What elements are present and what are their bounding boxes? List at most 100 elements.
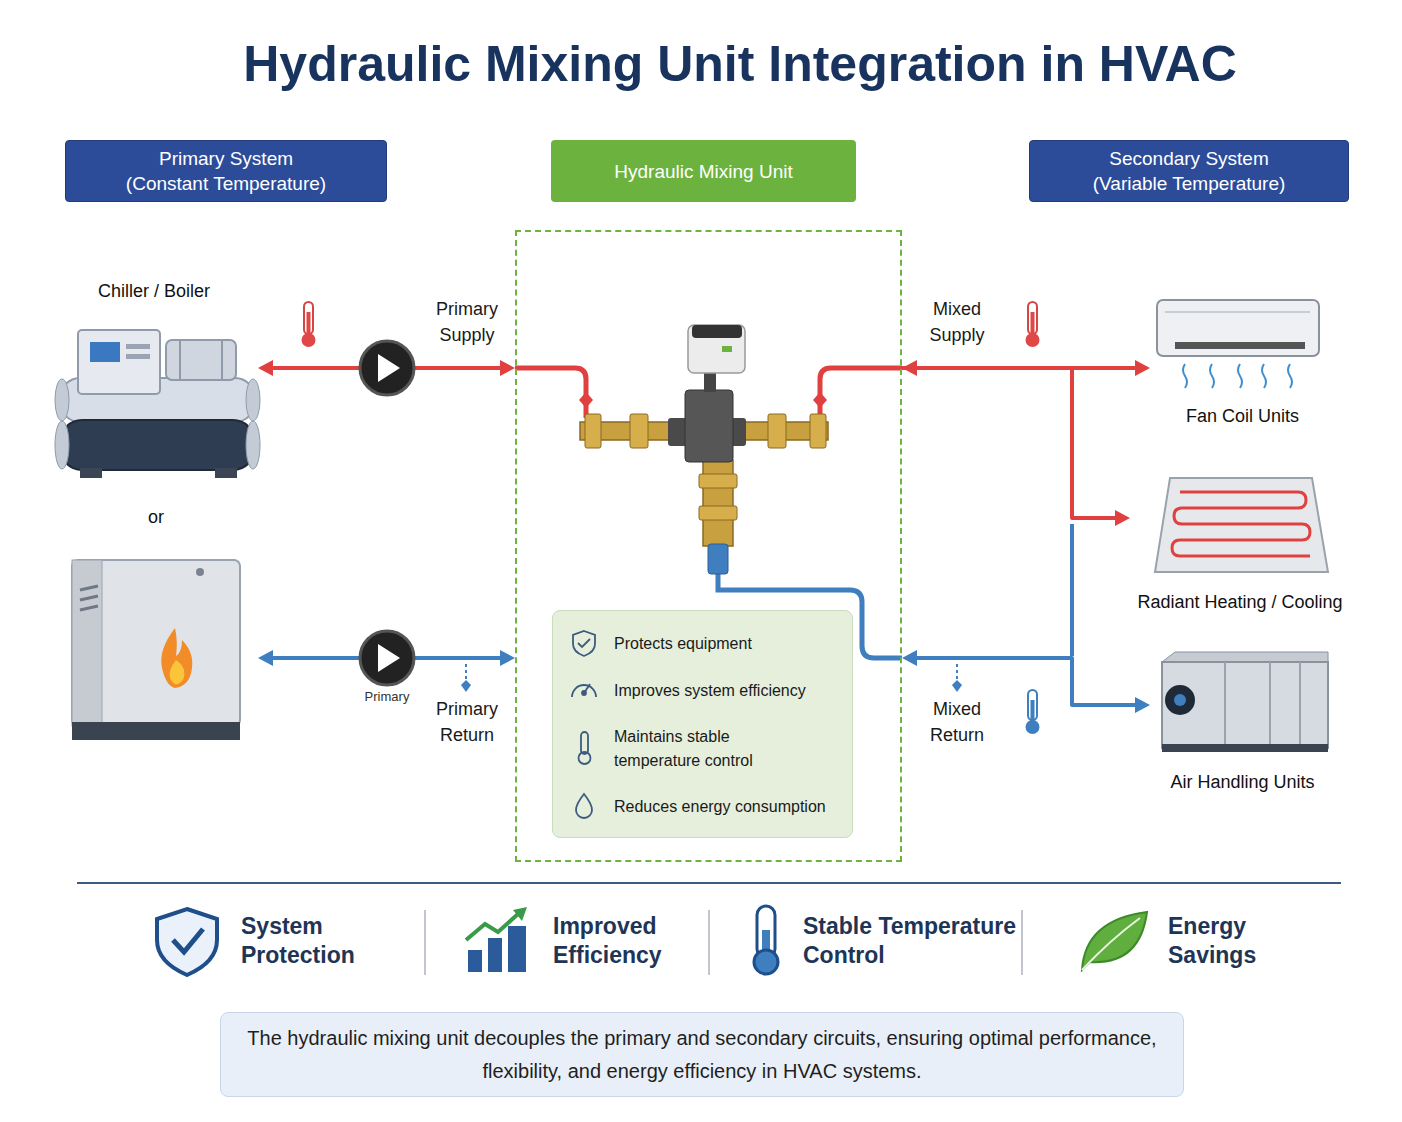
arrow-head [500, 650, 515, 666]
mixing-valve-illustration [820, 368, 902, 418]
shield-icon [578, 639, 590, 647]
chart-icon [488, 938, 502, 972]
chart-icon [513, 907, 527, 921]
boiler-illustration [170, 660, 185, 684]
arrow-head [258, 360, 273, 376]
benefit-heading: Energy Savings [1168, 912, 1288, 970]
fan-coil-illustration [1157, 300, 1319, 356]
boiler-illustration [72, 560, 240, 726]
flow-marker [465, 664, 467, 682]
fan-coil-illustration [1175, 342, 1305, 349]
header-badge: Hydraulic Mixing Unit [551, 140, 856, 202]
thermometer-icon [754, 906, 778, 974]
air-handler-illustration [1299, 662, 1301, 748]
air-handler-illustration [1224, 662, 1226, 748]
shield-icon [157, 909, 217, 975]
thermometer-icon [1026, 333, 1040, 347]
diagram-label: Primary [357, 689, 417, 704]
equipment-label: Fan Coil Units [1186, 405, 1299, 427]
mixing-valve-illustration [768, 414, 786, 448]
equipment-node: Air Handling Units [1150, 648, 1335, 798]
gauge-icon [572, 685, 596, 697]
drop-icon [576, 794, 592, 818]
pipe-label: Primary Return [422, 696, 512, 748]
thermometer-icon [579, 732, 591, 764]
mixing-valve-illustration [703, 460, 733, 546]
radiant-panel-illustration [1155, 478, 1328, 572]
air-handler-illustration [1162, 652, 1328, 752]
arrow-head [902, 650, 917, 666]
divider-line [424, 910, 426, 975]
flow-marker [952, 680, 962, 692]
radiant-panel-illustration [1155, 478, 1328, 572]
arrow-head [1135, 697, 1150, 713]
mixing-valve-illustration [515, 325, 902, 658]
divider-line [425, 910, 1022, 975]
boiler-illustration [161, 628, 192, 688]
benefits-panel: Protects equipmentImproves system effici… [552, 610, 853, 838]
secondary-pipe [1070, 524, 1074, 656]
shield-icon [157, 909, 217, 975]
chiller-illustration [126, 344, 150, 349]
caption-text: The hydraulic mixing unit decouples the … [239, 1022, 1165, 1088]
pump-symbol [378, 354, 400, 382]
equipment-node: Fan Coil Units [1150, 292, 1335, 432]
boiler-illustration [72, 560, 240, 740]
chart-icon [508, 926, 526, 972]
air-handler-illustration [1269, 662, 1271, 748]
gauge-icon [582, 691, 586, 695]
divider-line [1021, 910, 1023, 975]
mixing-valve-illustration [515, 368, 586, 418]
pump-symbol [378, 644, 400, 672]
chart-icon [466, 907, 527, 972]
separator-line [77, 882, 1341, 884]
thermometer-icon [1026, 720, 1040, 734]
fan-coil-illustration [1157, 300, 1319, 388]
shield-icon [173, 929, 203, 952]
chiller-illustration [179, 340, 181, 380]
thermometer-icon [581, 732, 588, 754]
gauge-icon [584, 684, 590, 693]
leaf-icon [1082, 912, 1147, 970]
air-handler-illustration [1162, 662, 1328, 748]
air-handler-illustration [1174, 694, 1186, 706]
chiller-illustration [246, 379, 260, 421]
benefit-heading: Stable Temperature Control [803, 912, 1018, 970]
pipe-label: Mixed Return [912, 696, 1002, 748]
equipment-label: Chiller / Boiler [98, 280, 210, 302]
mixing-valve-illustration [708, 544, 728, 574]
caption-box: The hydraulic mixing unit decouples the … [220, 1012, 1184, 1097]
chart-icon [468, 950, 482, 972]
mixing-valve-illustration [810, 414, 826, 448]
leaf-icon [1082, 918, 1140, 970]
pump-symbol [360, 341, 414, 685]
header-box: Secondary System (Variable Temperature) [1029, 140, 1349, 202]
chiller-illustration [246, 421, 260, 469]
boiler-illustration [72, 560, 102, 726]
pipe-connector [902, 368, 1130, 526]
air-handler-illustration [1162, 744, 1328, 752]
mixing-valve-illustration [692, 325, 742, 338]
chiller-illustration [78, 330, 160, 394]
divider-line [708, 910, 710, 975]
shield-icon [573, 631, 595, 656]
air-handler-illustration [1165, 685, 1195, 715]
fan-coil-illustration [1238, 364, 1242, 388]
chiller-illustration [55, 379, 69, 421]
chiller-illustration [55, 421, 69, 469]
air-handler-illustration [1162, 652, 1328, 662]
thermometer-icon [754, 950, 778, 974]
shield-icon [573, 631, 595, 656]
mixing-valve-illustration [630, 414, 648, 448]
flow-marker [956, 664, 958, 682]
mixing-valve-illustration [579, 392, 593, 408]
mixing-valve-illustration [685, 390, 733, 462]
thermometer-icon [1031, 312, 1035, 336]
mixing-valve-illustration [688, 325, 745, 373]
benefit-heading: System Protection [241, 912, 391, 970]
fan-coil-illustration [1288, 364, 1292, 388]
fan-coil-illustration [1183, 364, 1187, 388]
leaf-icon [1082, 912, 1147, 970]
boiler-illustration [72, 722, 240, 740]
